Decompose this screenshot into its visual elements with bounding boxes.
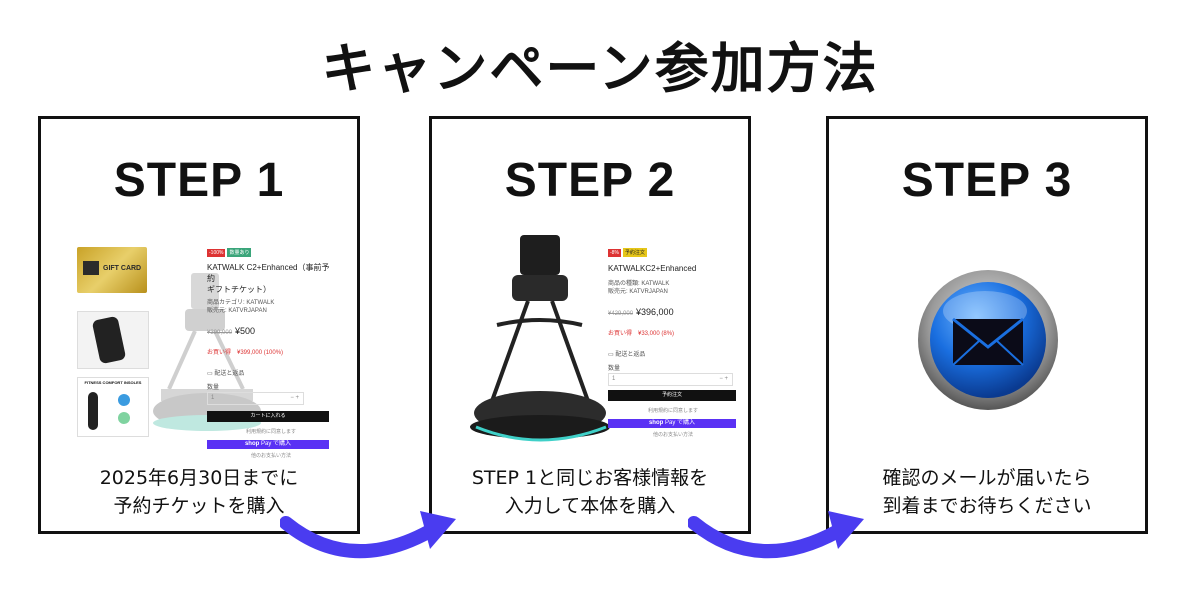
quantity-input[interactable]: 1− + [608, 373, 733, 386]
truck-icon: ▭ [207, 371, 215, 377]
treadmill-image [470, 235, 610, 442]
truck-icon: ▭ [608, 352, 616, 358]
product-category: 商品カテゴリ: KATWALK [207, 300, 275, 306]
insole-image: FITNESS COMFORT INSOLES [77, 377, 149, 437]
step1-product-mock: GIFT CARD FITNESS COMFORT INSOLES -100%数… [77, 241, 339, 459]
terms-checkbox[interactable]: 利用規約に同意します [245, 429, 296, 435]
shop-pay-button[interactable]: shop Pay で購入 [608, 419, 736, 428]
preorder-button[interactable]: 予約注文 [608, 390, 736, 401]
quantity-label: 数量 [608, 366, 621, 372]
arrow-icon [280, 511, 456, 559]
discount-badge: -8% [608, 249, 621, 257]
stock-badge: 数量あり [227, 248, 252, 257]
product-vendor: 販売元: KATVRJAPAN [207, 308, 267, 314]
shop-pay-button[interactable]: shop Pay で購入 [207, 440, 329, 449]
quantity-label: 数量 [207, 385, 220, 391]
step1-card: STEP 1 GIFT CARD FITNESS COMFORT INSOLES [38, 116, 360, 534]
price: ¥500 [235, 326, 256, 336]
step1-caption: 2025年6月30日までに 予約チケットを購入 [99, 467, 299, 517]
step1-heading: STEP 1 [113, 154, 285, 207]
shipping-link[interactable]: ▭ 配送と返品 [608, 352, 646, 358]
discount-badge: -100% [207, 249, 226, 257]
step2-caption: STEP 1と同じお客様情報を 入力して本体を購入 [471, 467, 709, 517]
product-category: 商品の種類: KATWALK [608, 281, 670, 287]
product-name-line2: ギフトチケット） [207, 285, 271, 294]
step2-heading: STEP 2 [504, 154, 676, 207]
savings-text: お買い得 ¥399,000 (100%) [207, 350, 284, 356]
savings-text: お買い得 ¥33,000 (8%) [608, 331, 675, 337]
step3-caption: 確認のメールが届いたら 到着までお待ちください [882, 467, 1092, 517]
more-payment-link[interactable]: 他のお支払い方法 [652, 432, 693, 438]
product-name-line1: KATWALK C2+Enhanced（事前予約 [207, 263, 330, 283]
add-to-cart-button[interactable]: カートに入れる [207, 411, 329, 422]
step2-product-mock: -8%予約注文 KATWALKC2+Enhanced 商品の種類: KATWAL… [462, 235, 742, 453]
gift-card-image: GIFT CARD [77, 247, 147, 293]
step3-card: STEP 3 確認のメールが届いたら 到着までお待ちください [826, 116, 1148, 534]
vest-image [77, 311, 149, 369]
page-title: キャンペーン参加方法 [321, 37, 879, 100]
price: ¥396,000 [636, 307, 674, 317]
step3-heading: STEP 3 [901, 154, 1073, 207]
product-vendor: 販売元: KATVRJAPAN [608, 289, 668, 295]
more-payment-link[interactable]: 他のお支払い方法 [250, 453, 291, 459]
preorder-badge: 予約注文 [622, 248, 647, 257]
shipping-link[interactable]: ▭ 配送と返品 [207, 371, 245, 377]
quantity-input[interactable]: 1− + [207, 392, 304, 405]
terms-checkbox[interactable]: 利用規約に同意します [647, 408, 698, 414]
product-name: KATWALKC2+Enhanced [608, 264, 697, 273]
old-price: ¥399,000 [207, 330, 233, 336]
arrow-icon [688, 511, 864, 559]
old-price: ¥429,000 [608, 311, 634, 317]
step2-card: STEP 2 -8%予約注文 KATWALKC2+Enhanced 商品の種類:… [429, 116, 751, 534]
mail-icon [918, 270, 1058, 410]
